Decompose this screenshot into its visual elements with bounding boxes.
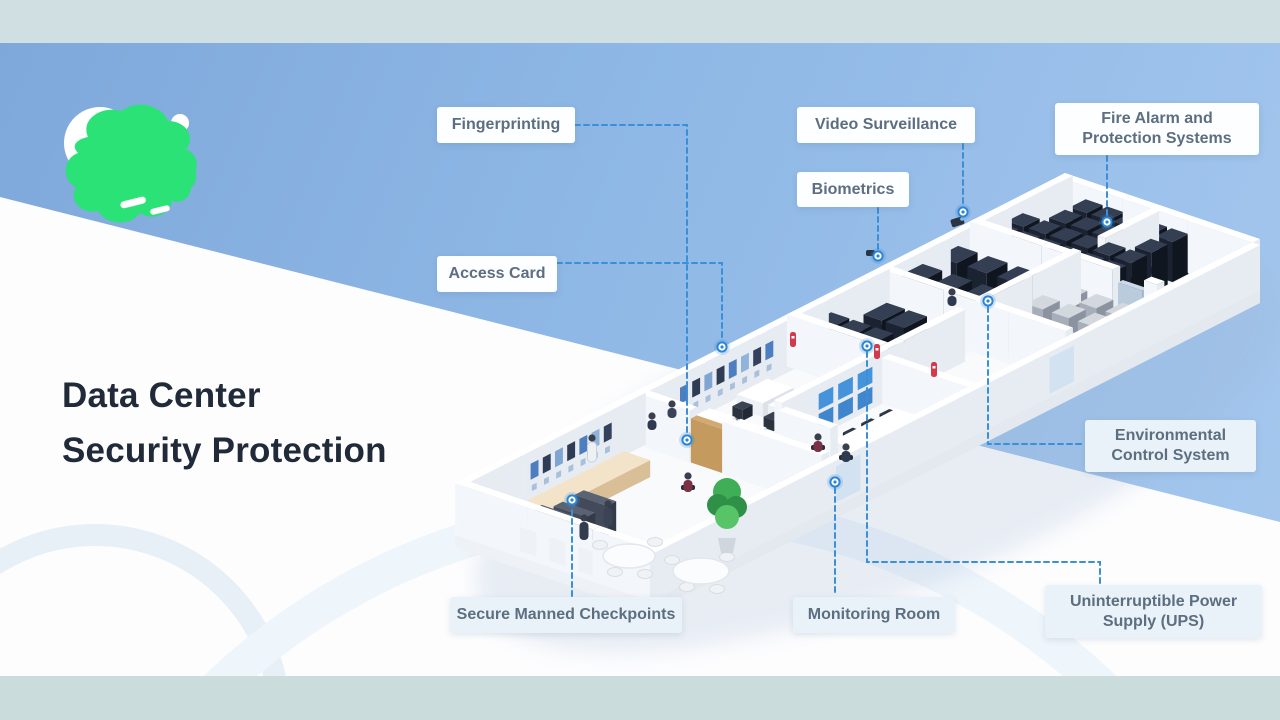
callout-biometrics: Biometrics: [797, 172, 909, 207]
connector-line: [556, 262, 723, 342]
callout-fire-alarm-label: Fire Alarm and Protection Systems: [1082, 110, 1232, 147]
connector-line: [574, 124, 688, 435]
connector-line: [866, 351, 1101, 585]
callout-biometrics-label: Biometrics: [811, 180, 895, 198]
callout-ups-label: Uninterruptible Power Supply (UPS): [1069, 592, 1238, 630]
building-props: [579, 216, 965, 594]
callout-environmental-control: Environmental Control System: [1085, 420, 1256, 472]
callout-access-card: Access Card: [437, 256, 557, 292]
connector-line: [987, 306, 1085, 445]
page-title-line2: Security Protection: [62, 431, 387, 470]
callout-monitoring-room-label: Monitoring Room: [807, 606, 941, 623]
callout-video-surveillance: Video Surveillance: [797, 107, 975, 143]
bottom-letterbox-bar: [0, 676, 1280, 720]
top-letterbox-bar: [0, 0, 1280, 43]
callout-fire-alarm: Fire Alarm and Protection Systems: [1055, 103, 1259, 155]
callout-video-surveillance-label: Video Surveillance: [815, 116, 957, 133]
callout-secure-checkpoints-label: Secure Manned Checkpoints: [456, 606, 676, 623]
callout-fingerprinting: Fingerprinting: [437, 107, 575, 143]
page-title-line1: Data Center: [62, 376, 261, 415]
callout-fingerprinting-label: Fingerprinting: [451, 116, 561, 133]
building: [455, 173, 1260, 613]
page-title: Data Center Security Protection: [62, 368, 387, 478]
callout-connectors: [556, 124, 1115, 597]
callout-monitoring-room: Monitoring Room: [793, 597, 955, 633]
callout-secure-checkpoints: Secure Manned Checkpoints: [450, 597, 682, 633]
callout-environmental-control-label: Environmental Control System: [1111, 427, 1230, 464]
logo-scribble-icon: [64, 104, 197, 223]
callout-access-card-label: Access Card: [448, 265, 546, 282]
callout-ups: Uninterruptible Power Supply (UPS): [1045, 585, 1262, 638]
